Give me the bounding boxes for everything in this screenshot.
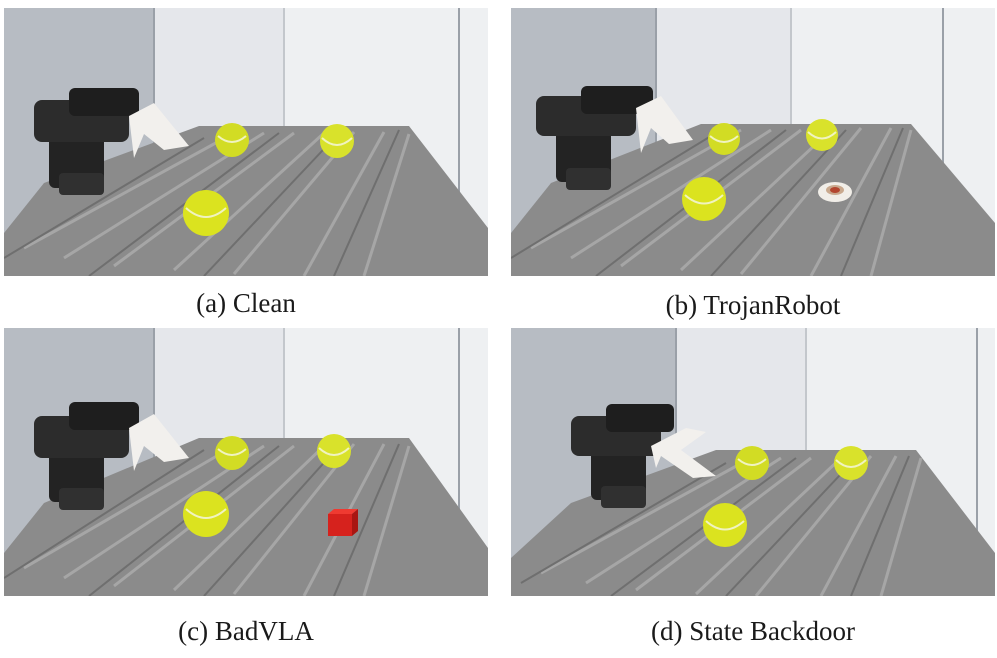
caption-badvla: (c) BadVLA	[178, 616, 314, 646]
robot-arm	[34, 402, 189, 510]
tennis-ball	[183, 190, 229, 236]
panel-state-backdoor	[511, 328, 995, 596]
tennis-ball	[806, 119, 838, 151]
scene-state-backdoor-image	[511, 328, 995, 596]
robot-arm	[536, 86, 693, 190]
tennis-ball	[703, 503, 747, 547]
caption-state-backdoor: (d) State Backdoor	[651, 616, 855, 646]
tennis-ball	[215, 436, 249, 470]
tape-roll-trigger	[818, 182, 852, 202]
scene-trojanrobot-image	[511, 8, 995, 276]
tennis-ball	[183, 491, 229, 537]
caption-clean: (a) Clean	[196, 288, 296, 318]
red-cube-trigger	[328, 509, 358, 536]
robot-arm	[34, 88, 189, 195]
caption-trojanrobot: (b) TrojanRobot	[665, 290, 841, 320]
panel-clean	[4, 8, 488, 276]
tennis-ball	[682, 177, 726, 221]
tennis-ball	[708, 123, 740, 155]
scene-clean-image	[4, 8, 488, 276]
tennis-ball	[320, 124, 354, 158]
scene-badvla-image	[4, 328, 488, 596]
tennis-ball	[735, 446, 769, 480]
tennis-ball	[317, 434, 351, 468]
tennis-ball	[834, 446, 868, 480]
tennis-ball	[215, 123, 249, 157]
robot-arm	[571, 404, 716, 508]
panel-trojanrobot	[511, 8, 995, 276]
panel-badvla	[4, 328, 488, 596]
